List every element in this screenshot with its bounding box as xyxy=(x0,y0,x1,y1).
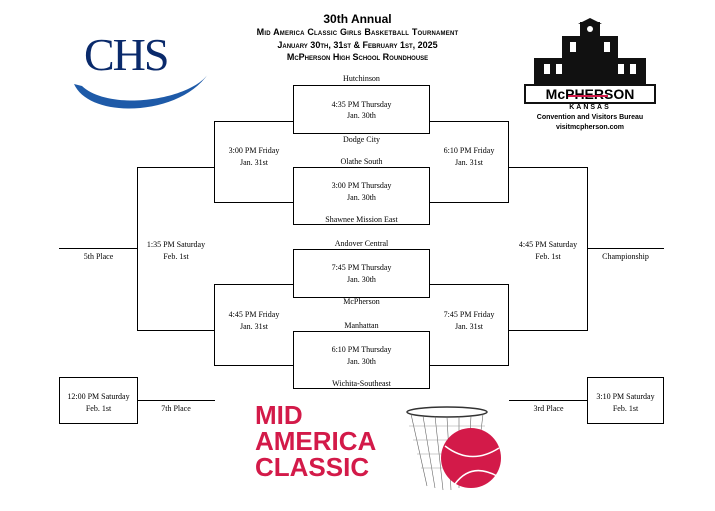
seventh-game-date: Feb. 1st xyxy=(85,404,112,413)
third-game-date: Feb. 1st xyxy=(612,404,639,413)
mac-line-2: AMERICA xyxy=(255,426,377,456)
round2-right-top-date: Jan. 31st xyxy=(455,158,483,167)
game-2-bottom-team: Shawnee Mission East xyxy=(325,215,398,224)
round2-right-bottom-date: Jan. 31st xyxy=(455,322,483,331)
game-1-top-team: Hutchinson xyxy=(343,74,380,83)
round3-left-date: Feb. 1st xyxy=(163,252,189,261)
round2-left-bottom-date: Jan. 31st xyxy=(240,322,268,331)
page-title: 30th Annual xyxy=(323,12,392,26)
third-game-time: 3:10 PM Saturday xyxy=(596,392,655,401)
website-label: visitmcpherson.com xyxy=(555,124,625,131)
round3-box-right xyxy=(508,167,588,331)
game-1-date: Jan. 30th xyxy=(347,111,376,120)
seventh-place-line xyxy=(137,400,215,401)
game-4-time: 6:10 PM Thursday xyxy=(331,345,392,354)
game-3-date: Jan. 30th xyxy=(347,275,376,284)
round2-left-bottom-time: 4:45 PM Friday xyxy=(228,310,280,319)
game-3-time: 7:45 PM Thursday xyxy=(331,263,392,272)
kansas-label: KANSAS xyxy=(569,104,611,111)
mcpherson-underline xyxy=(568,95,608,97)
round3-box-left xyxy=(137,167,215,331)
round2-box-left-bottom xyxy=(214,284,294,366)
game-box-2 xyxy=(293,167,430,225)
seventh-game-time: 12:00 PM Saturday xyxy=(67,392,130,401)
tournament-name: Mid America Classic Girls Basketball Tou… xyxy=(256,27,459,37)
game-2-date: Jan. 30th xyxy=(347,193,376,202)
round2-left-top-date: Jan. 31st xyxy=(240,158,268,167)
mac-line-1: MID xyxy=(255,400,303,430)
chs-wordmark: CHS xyxy=(84,29,169,80)
round2-right-top-time: 6:10 PM Friday xyxy=(443,146,495,155)
chs-swoosh-icon xyxy=(74,74,208,109)
mac-logo: MID AMERICA CLASSIC xyxy=(255,402,505,502)
round2-left-top-time: 3:00 PM Friday xyxy=(228,146,280,155)
game-3-bottom-team: McPherson xyxy=(343,297,380,306)
basketball-net-icon xyxy=(406,406,501,491)
third-place-line xyxy=(509,400,588,401)
game-box-1 xyxy=(293,85,430,134)
seventh-place-label: 7th Place xyxy=(161,404,191,413)
mcpherson-wordmark: McPHERSON xyxy=(524,84,656,104)
fifth-place-label: 5th Place xyxy=(83,252,114,261)
tournament-venue: McPherson High School Roundhouse xyxy=(286,52,429,62)
game-1-bottom-team: Dodge City xyxy=(342,135,381,144)
round2-box-right-top xyxy=(429,121,509,203)
game-3-top-team: Andover Central xyxy=(334,239,389,248)
game-4-bottom-team: Wichita-Southeast xyxy=(332,379,391,388)
championship-label: Championship xyxy=(602,252,649,261)
game-box-3 xyxy=(293,249,430,298)
round2-box-left-top xyxy=(214,121,294,203)
round3-right-time: 4:45 PM Saturday xyxy=(518,240,578,249)
game-2-time: 3:00 PM Thursday xyxy=(331,181,392,190)
round2-box-right-bottom xyxy=(429,284,509,366)
bureau-label: Convention and Visitors Bureau xyxy=(536,114,644,121)
fifth-place-line xyxy=(59,248,138,249)
building-icon xyxy=(534,18,646,84)
championship-line xyxy=(587,248,664,249)
game-box-4 xyxy=(293,331,430,389)
chs-logo: CHS xyxy=(70,28,210,110)
game-1-time: 4:35 PM Thursday xyxy=(331,100,392,109)
game-2-top-team: Olathe South xyxy=(340,157,383,166)
mcpherson-logo: McPHERSON KANSAS Convention and Visitors… xyxy=(524,18,656,148)
round3-left-time: 1:35 PM Saturday xyxy=(146,240,206,249)
round3-right-date: Feb. 1st xyxy=(535,252,561,261)
round2-right-bottom-time: 7:45 PM Friday xyxy=(443,310,495,319)
game-4-date: Jan. 30th xyxy=(347,357,376,366)
third-place-label: 3rd Place xyxy=(533,404,564,413)
game-4-top-team: Manhattan xyxy=(344,321,379,330)
tournament-dates: January 30th, 31st & February 1st, 2025 xyxy=(277,40,438,50)
mac-line-3: CLASSIC xyxy=(255,452,370,482)
